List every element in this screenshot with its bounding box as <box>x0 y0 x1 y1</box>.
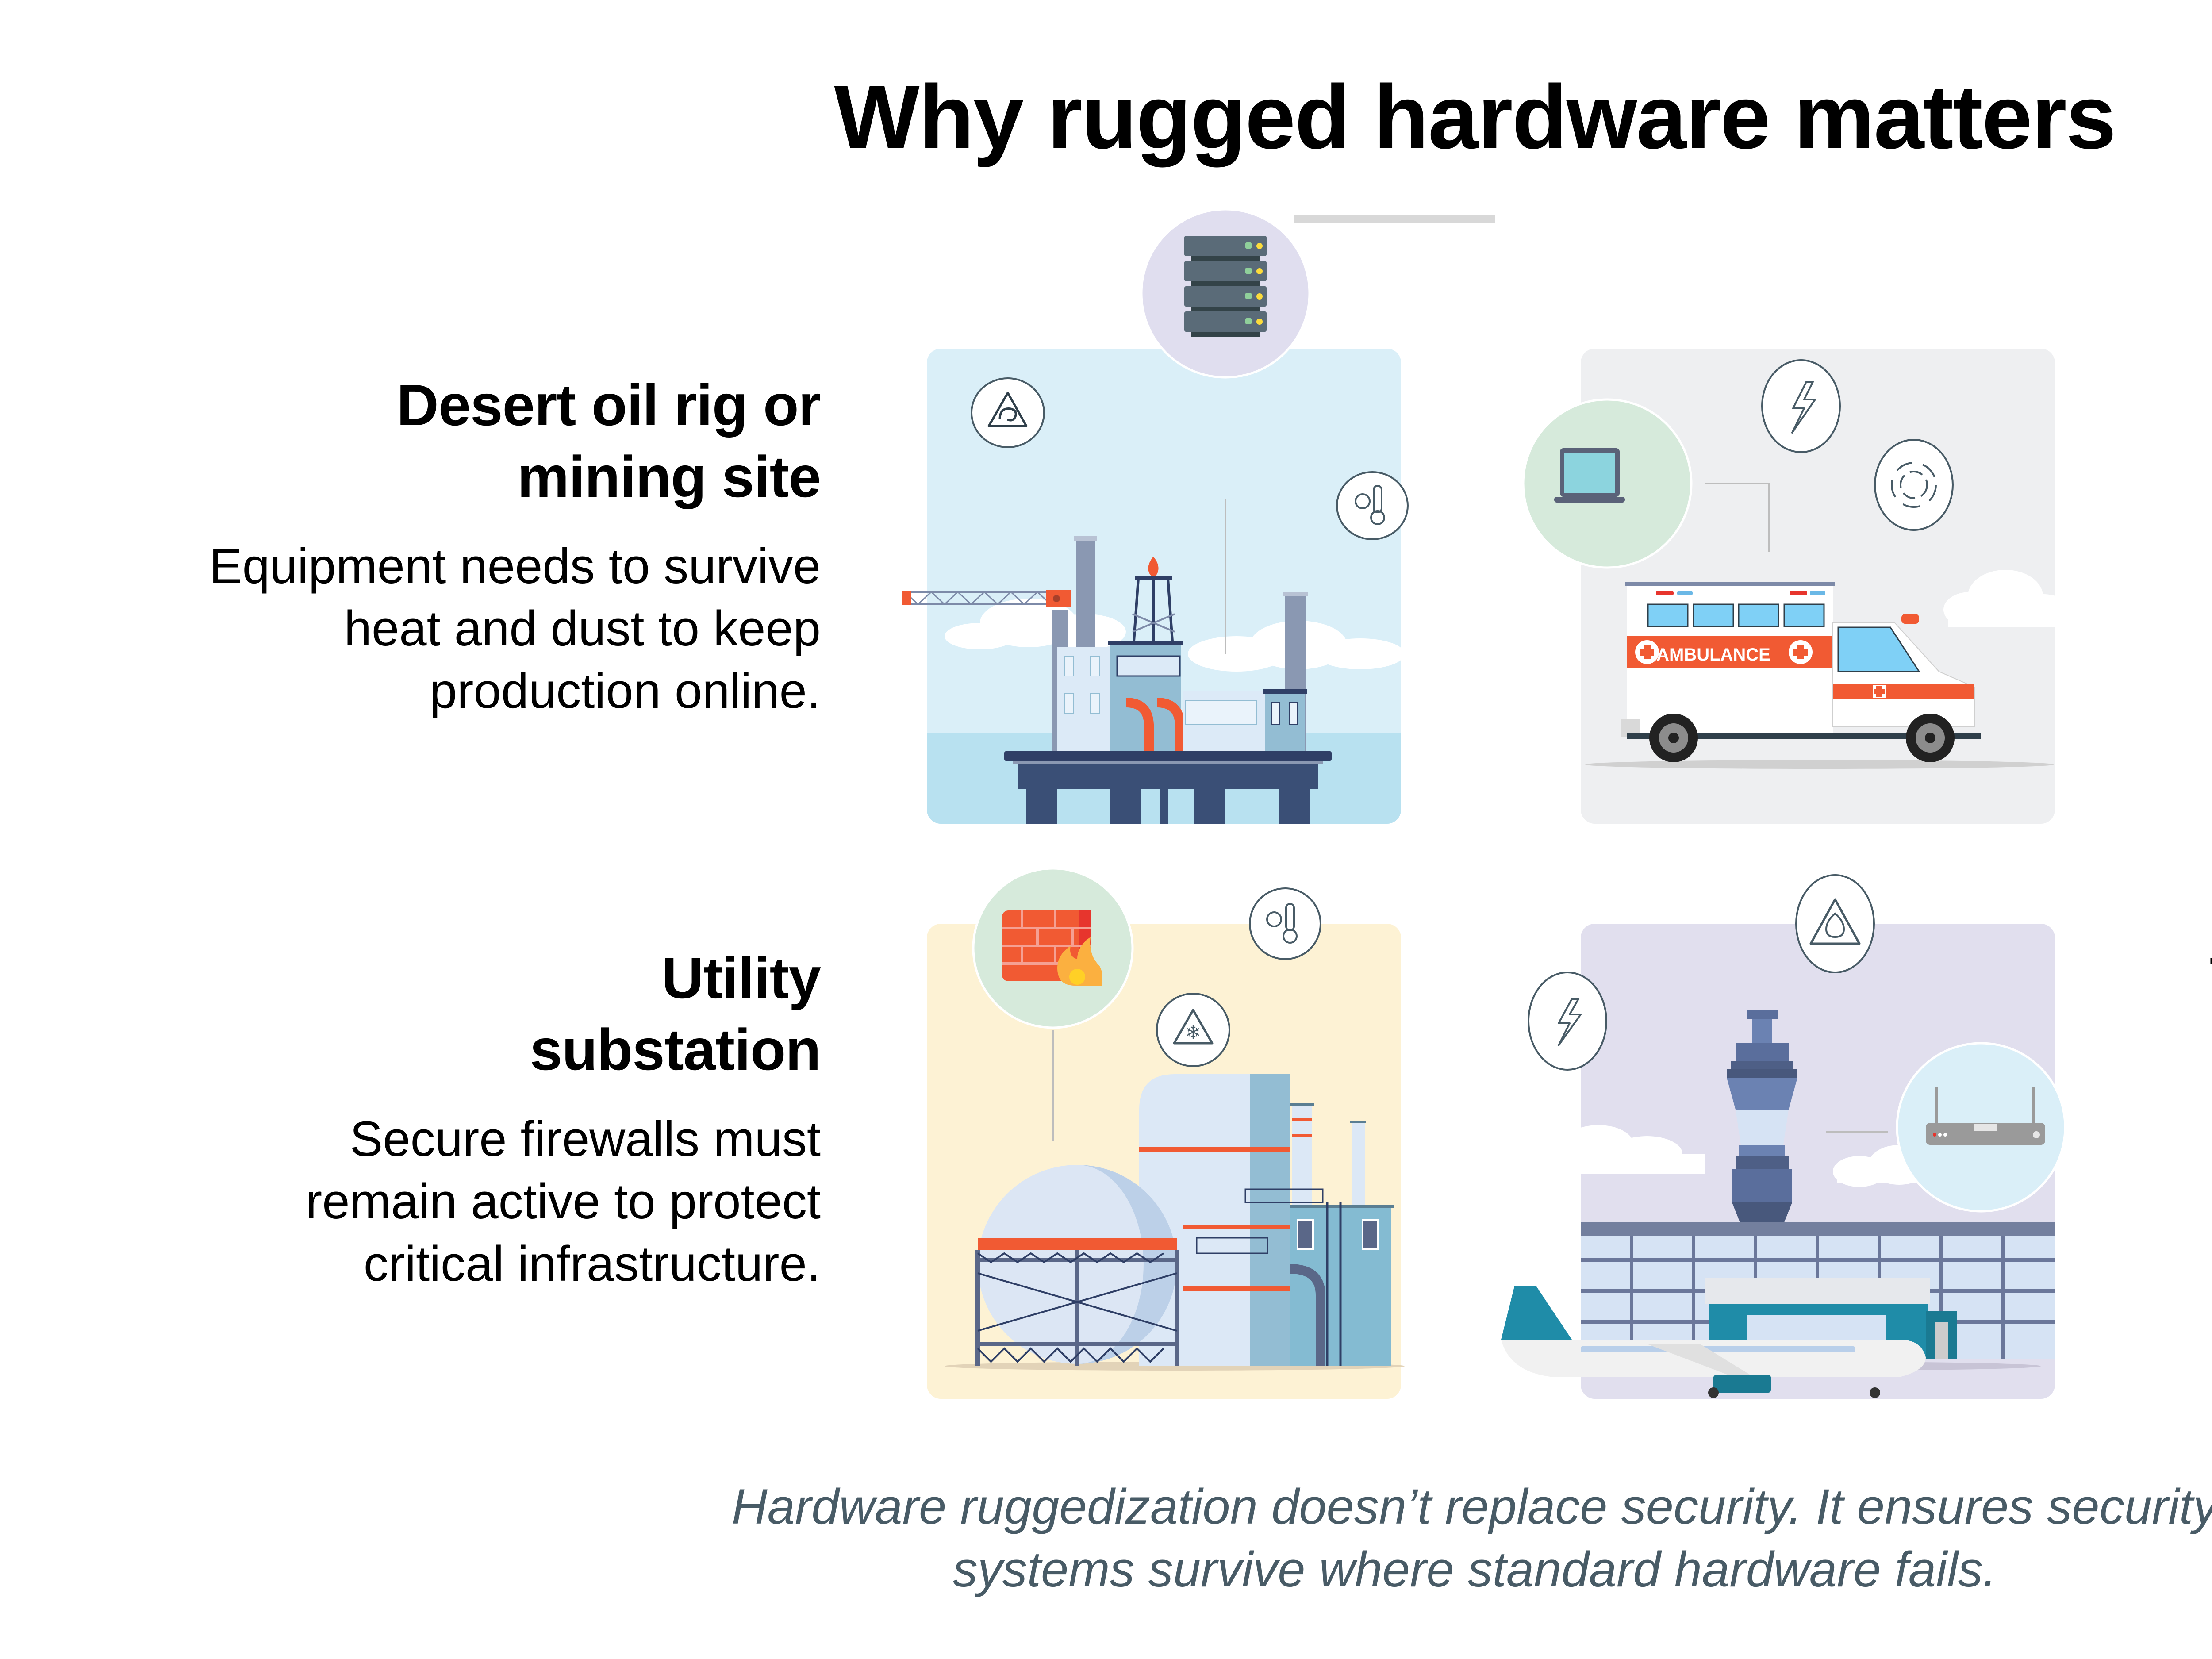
cold-warning-icon: ❄ <box>1156 993 1230 1067</box>
footer-note: Hardware ruggedization doesn’t replace s… <box>731 1479 2212 1597</box>
crane-icon <box>902 590 1071 607</box>
airplane-icon <box>1501 1286 2041 1398</box>
wheel-icon <box>1906 714 1955 762</box>
scenario-transport-text: Transportation hub Continuous connectivi… <box>2210 942 2212 1357</box>
fire-warning-icon <box>1795 874 1875 973</box>
scenario-description: Continuous connectivity prevents delays … <box>2210 1108 2212 1357</box>
page-title: Why rugged hardware matters <box>834 66 2116 168</box>
storm-swirl-icon <box>1874 439 1954 531</box>
scenario-heading: Utility substation <box>530 945 821 1082</box>
scenario-emergency-text: Emergency response scene Rugged devices … <box>2210 369 2212 722</box>
ambulance-icon: AMBULANCE <box>1585 582 2054 769</box>
transportation-hub-illustration <box>1501 874 2066 1399</box>
svg-text:AMBULANCE: AMBULANCE <box>1656 645 1770 664</box>
emergency-response-illustration: AMBULANCE <box>1522 349 2070 824</box>
scenario-description: Rugged devices keep responders connected… <box>2210 535 2212 722</box>
scenario-description: Secure firewalls must remain active to p… <box>305 1111 821 1291</box>
scenario-heading: Transportation hub <box>2210 942 2212 1086</box>
scenario-heading: Desert oil rig or mining site <box>396 373 821 509</box>
title-divider <box>1294 215 1495 223</box>
scenario-utility-text: Utility substation Secure firewalls must… <box>157 942 821 1295</box>
sand-dust-warning-icon <box>971 377 1045 448</box>
scenario-oil-rig-text: Desert oil rig or mining site Equipment … <box>157 369 821 722</box>
temperature-gear-icon <box>1336 471 1409 540</box>
svg-text:❄: ❄ <box>1185 1022 1201 1043</box>
oil-rig-illustration <box>902 208 1409 824</box>
lightning-icon <box>1528 972 1607 1071</box>
temperature-gear-icon <box>1249 887 1321 960</box>
wheel-icon <box>1649 714 1698 762</box>
utility-substation-illustration: ❄ <box>927 867 1405 1399</box>
scenario-description: Equipment needs to survive heat and dust… <box>209 538 821 718</box>
lightning-icon <box>1761 359 1841 453</box>
scenario-heading: Emergency response scene <box>2210 369 2212 513</box>
